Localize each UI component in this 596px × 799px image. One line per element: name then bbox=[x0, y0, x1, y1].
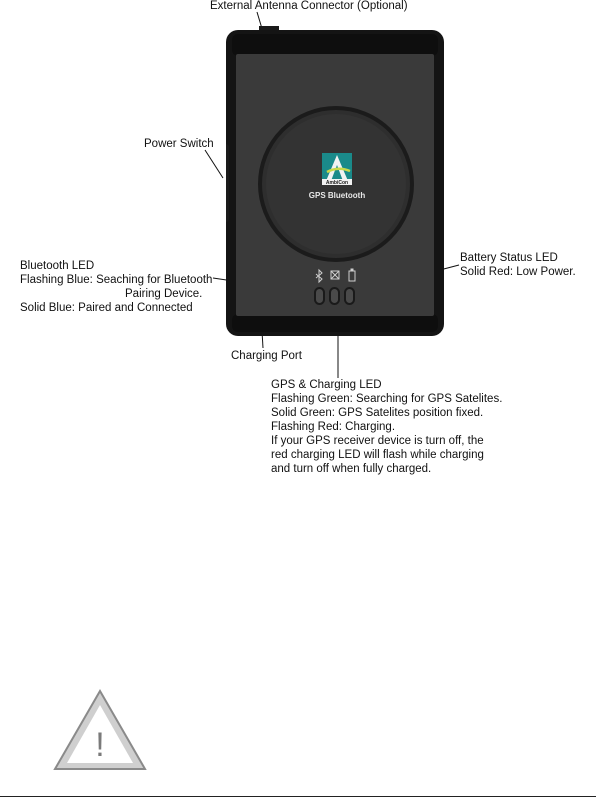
bluetooth-led-line: Flashing Blue: Seaching for Bluetooth bbox=[20, 274, 213, 286]
product-text: GPS Bluetooth bbox=[309, 191, 366, 200]
footer-divider bbox=[0, 796, 596, 797]
gps-led-title: GPS & Charging LED bbox=[271, 379, 382, 391]
led-windows bbox=[314, 287, 355, 305]
gps-led-line: If your GPS receiver device is turn off,… bbox=[271, 435, 484, 447]
bluetooth-led-line: Solid Blue: Paired and Connected bbox=[20, 302, 193, 314]
bluetooth-led-title: Bluetooth LED bbox=[20, 260, 95, 272]
gps-led-line: and turn off when fully charged. bbox=[271, 463, 432, 475]
gps-led-line: Solid Green: GPS Satelites position fixe… bbox=[271, 407, 484, 419]
antenna-connector-label: External Antenna Connector (Optional) bbox=[210, 0, 408, 12]
gps-led-line: Flashing Red: Charging. bbox=[271, 421, 396, 433]
battery-led-callout: Battery Status LED Solid Red: Low Power. bbox=[460, 251, 576, 279]
bluetooth-icon bbox=[315, 268, 323, 284]
gps-led-line: red charging LED will flash while chargi… bbox=[271, 449, 484, 461]
charging-port-label: Charging Port bbox=[231, 350, 302, 362]
gps-device-illustration: AmbiCon GPS Bluetooth bbox=[226, 26, 444, 336]
warning-icon: ! bbox=[53, 688, 147, 770]
bluetooth-led-line: Pairing Device. bbox=[125, 288, 203, 300]
battery-led-line: Solid Red: Low Power. bbox=[460, 266, 576, 278]
ambicon-logo bbox=[322, 153, 352, 185]
bluetooth-led-callout: Bluetooth LED Flashing Blue: Seaching fo… bbox=[20, 259, 212, 315]
battery-led-title: Battery Status LED bbox=[460, 252, 558, 264]
battery-icon bbox=[348, 268, 356, 282]
brand-text: AmbiCon bbox=[326, 180, 348, 186]
warning-symbol: ! bbox=[95, 726, 104, 764]
gps-led-line: Flashing Green: Searching for GPS Sateli… bbox=[271, 393, 503, 405]
power-switch-label: Power Switch bbox=[144, 138, 214, 150]
satellite-icon bbox=[330, 270, 340, 280]
gps-charging-led-callout: GPS & Charging LED Flashing Green: Searc… bbox=[271, 378, 502, 476]
